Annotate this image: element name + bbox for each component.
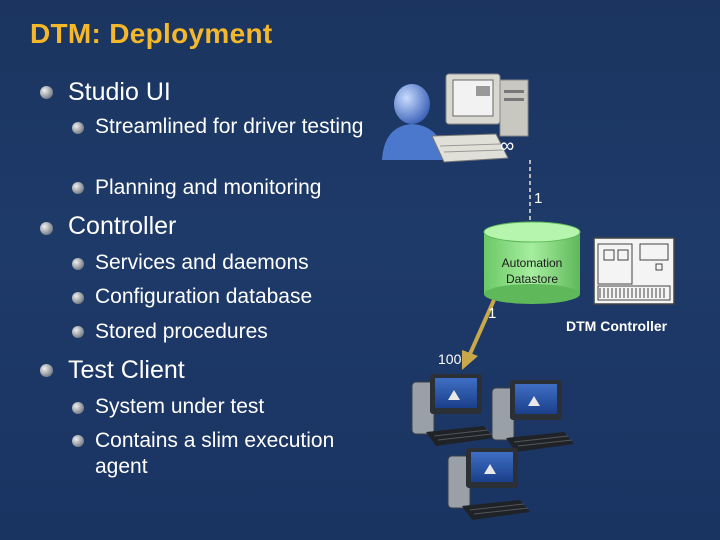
- sub-bullet-config-db: Configuration database: [95, 285, 313, 308]
- test-client-computer-icon: [447, 448, 530, 520]
- sub-bullet-streamlined: Streamlined for driver testing: [95, 115, 364, 138]
- bullet-studio-ui: Studio UI: [68, 78, 171, 106]
- sub-bullet-services: Services and daemons: [95, 251, 309, 274]
- test-client-computer-icon: [491, 380, 574, 452]
- bullet-dot-icon: [72, 182, 84, 194]
- bullet-dot-icon: [72, 435, 84, 447]
- bullet-dot-icon: [40, 86, 53, 99]
- bullet-dot-icon: [72, 292, 84, 304]
- bullet-dot-icon: [72, 326, 84, 338]
- clients-multiplicity-label: 100: [438, 351, 462, 367]
- bullet-dot-icon: [72, 122, 84, 134]
- datastore-label: Automation Datastore: [484, 255, 580, 287]
- bullet-dot-icon: [40, 364, 53, 377]
- bullet-dot-icon: [40, 222, 53, 235]
- clients-connector-arrow: [462, 299, 496, 370]
- datastore-label-line1: Automation: [501, 256, 563, 270]
- sub-bullet-agent: Contains a slim execution agent: [95, 429, 335, 478]
- slide-title: DTM: Deployment: [30, 18, 273, 49]
- studio-user-icon: [382, 84, 446, 160]
- sub-bullet-sut: System under test: [95, 395, 265, 418]
- datastore-cylinder-icon: [483, 221, 581, 304]
- bullet-test-client: Test Client: [68, 356, 185, 384]
- datastore-label-line2: Datastore: [505, 272, 559, 286]
- test-client-computer-icon: [411, 374, 494, 446]
- bullet-dot-icon: [72, 258, 84, 270]
- bullet-dot-icon: [72, 402, 84, 414]
- controller-bottom-multiplicity-label: 1: [488, 305, 497, 322]
- sub-bullet-planning: Planning and monitoring: [95, 176, 322, 199]
- studio-computer-icon: [431, 73, 529, 163]
- dtm-controller-label: DTM Controller: [566, 318, 668, 334]
- studio-multiplicity-label: ∞: [500, 135, 515, 157]
- dtm-controller-server-icon: [593, 237, 675, 305]
- bullet-controller: Controller: [68, 212, 177, 240]
- controller-top-multiplicity-label: 1: [534, 190, 543, 207]
- sub-bullet-stored-procs: Stored procedures: [95, 320, 268, 343]
